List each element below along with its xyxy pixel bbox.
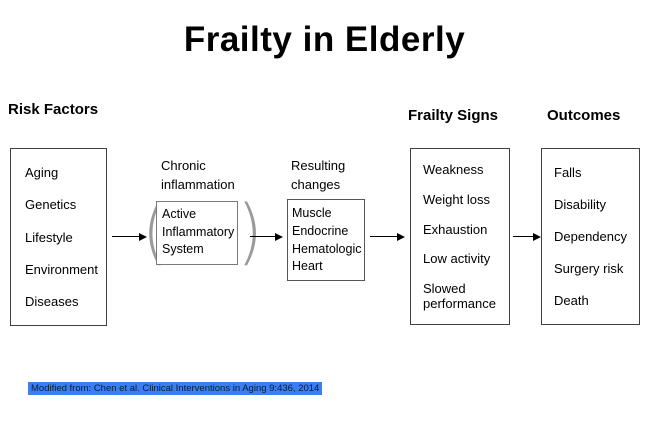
arrow-shaft (112, 235, 139, 238)
risk-factors-header: Risk Factors (8, 101, 99, 118)
change-item: Muscle (292, 206, 332, 220)
risk-factors-box: Aging Genetics Lifestyle Environment Dis… (10, 148, 107, 326)
arrowhead-icon (139, 232, 147, 241)
outcome-item: Death (554, 293, 589, 308)
flow-arrow (250, 232, 283, 241)
resulting-changes-label: Resulting changes (291, 158, 346, 192)
bracket-right-icon: ) (237, 189, 263, 274)
flow-arrow (112, 232, 147, 241)
outcome-item: Falls (554, 165, 582, 180)
outcome-item: Disability (554, 197, 607, 212)
arrowhead-icon (397, 232, 405, 241)
frailty-sign-item: Exhaustion (423, 221, 488, 237)
outcomes-header: Outcomes (547, 107, 621, 124)
frailty-sign-item: Low activity (423, 251, 491, 267)
flow-arrow (513, 232, 541, 241)
flow-arrow (370, 232, 405, 241)
outcome-item: Dependency (554, 229, 627, 244)
risk-factor-item: Diseases (25, 294, 79, 309)
inflammatory-system-box: Active Inflammatory System (156, 201, 238, 265)
frailty-signs-box: Weakness Weight loss Exhaustion Low acti… (410, 148, 510, 325)
frailty-sign-item: Weakness (423, 162, 484, 177)
frailty-signs-header: Frailty Signs (408, 107, 499, 124)
risk-factor-item: Lifestyle (25, 229, 73, 245)
risk-factor-item: Aging (25, 165, 59, 180)
outcome-item: Surgery risk (554, 261, 624, 276)
arrow-shaft (250, 235, 275, 238)
arrow-shaft (370, 235, 397, 238)
frailty-sign-item: Weight loss (423, 191, 490, 207)
arrowhead-icon (275, 232, 283, 241)
outcomes-box: Falls Disability Dependency Surgery risk… (541, 148, 640, 325)
risk-factor-item: Genetics (25, 197, 77, 213)
change-item: Endocrine (292, 223, 349, 238)
chronic-inflammation-label: Chronic inflammation (161, 158, 235, 192)
citation-text: Modified from: Chen et al. Clinical Inte… (28, 382, 323, 395)
change-item: Heart (292, 259, 323, 274)
resulting-changes-box: Muscle Endocrine Hematologic Heart (287, 199, 365, 281)
risk-factor-item: Environment (25, 261, 98, 277)
change-item: Hematologic (292, 241, 362, 256)
arrow-shaft (513, 235, 533, 238)
page-title: Frailty in Elderly (183, 20, 466, 59)
arrowhead-icon (533, 232, 541, 241)
frailty-sign-item: Slowed performance (423, 281, 496, 311)
